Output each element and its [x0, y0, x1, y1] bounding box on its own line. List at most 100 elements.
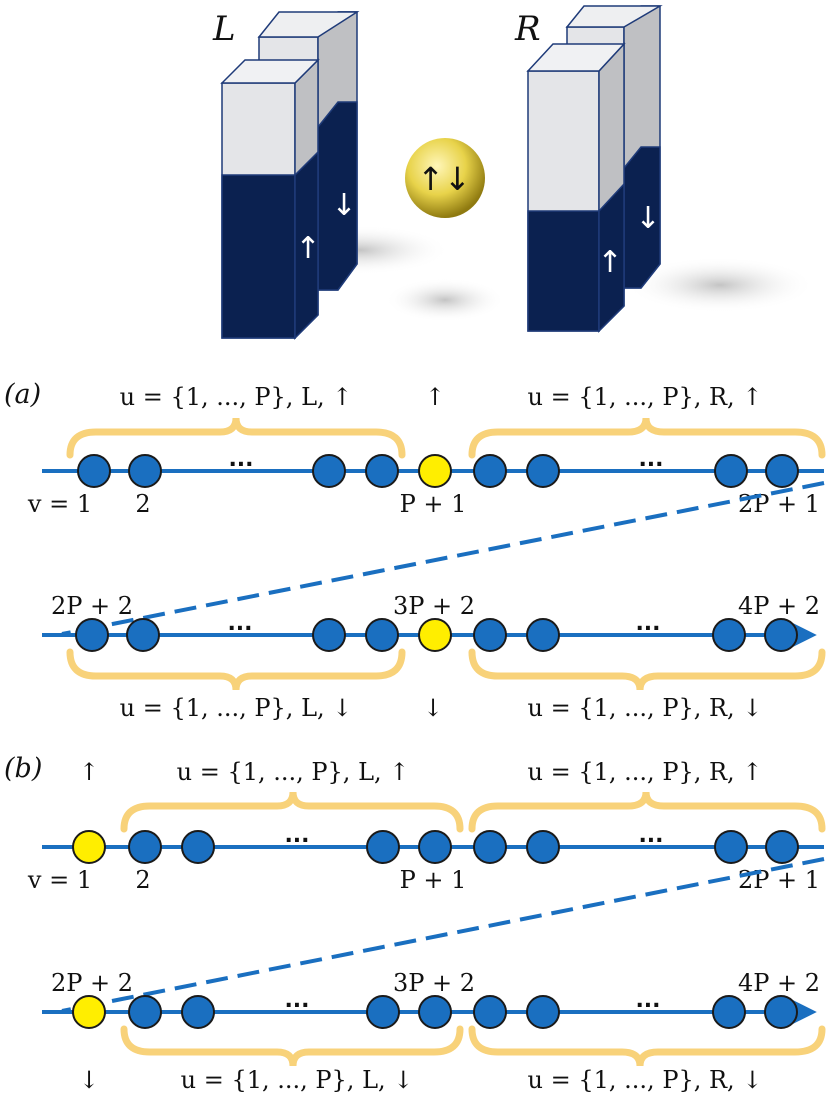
site	[128, 454, 162, 488]
panel-a-label: (a)	[4, 379, 41, 410]
brace-label-left-down: u = {1, ..., P}, L, ↓	[181, 1066, 414, 1094]
dot-spin-down: ↓	[79, 1066, 99, 1094]
site	[712, 618, 746, 652]
shadow-right	[625, 257, 815, 313]
brace-right-down	[468, 648, 826, 691]
brace-left-up	[120, 791, 464, 833]
site	[365, 454, 399, 488]
index-first: 2P + 2	[51, 592, 133, 620]
brace-label-right-up: u = {1, ..., P}, R, ↑	[528, 758, 763, 786]
brace-label-left-down: u = {1, ..., P}, L, ↓	[120, 694, 353, 722]
ellipsis: ...	[284, 988, 309, 1013]
site	[473, 454, 507, 488]
brace-label-right-down: u = {1, ..., P}, R, ↓	[528, 694, 763, 722]
panel-a-row-2: 2P + 2 3P + 2 4P + 2 ... ... u = {1, ...…	[42, 592, 826, 722]
panel-b-row-2: 2P + 2 3P + 2 4P + 2 ... ... ↓ u = {1, .…	[42, 969, 826, 1094]
ellipsis: ...	[638, 447, 663, 472]
site	[526, 454, 560, 488]
wrap-dashed-line	[61, 481, 825, 636]
panel-b: (b) ↑ u = {1, ..., P}, L, ↑ u = {1, ...,…	[4, 753, 826, 1094]
site	[365, 618, 399, 652]
index-first: 2P + 2	[51, 969, 133, 997]
ellipsis: ...	[638, 823, 663, 848]
index-last: 2P + 1	[738, 490, 820, 518]
site	[714, 830, 748, 864]
site	[128, 995, 162, 1029]
panel-a-row-1: u = {1, ..., P}, L, ↑ ↑ u = {1, ..., P},…	[27, 383, 826, 518]
brace-left-down	[66, 648, 406, 691]
site	[366, 995, 400, 1029]
brace-right-down	[468, 1025, 826, 1067]
site	[181, 995, 215, 1029]
index-mid: P + 1	[400, 866, 467, 894]
site	[526, 618, 560, 652]
dot-spin-down: ↓	[423, 694, 443, 722]
right-front-column	[526, 42, 626, 333]
spin-up-arrow-left: ↑	[295, 231, 320, 266]
site	[764, 995, 798, 1029]
brace-left-up	[66, 417, 406, 459]
brace-right-up	[468, 791, 826, 833]
site	[473, 618, 507, 652]
brace-label-right-up: u = {1, ..., P}, R, ↑	[528, 383, 763, 411]
index-dot: 3P + 2	[393, 592, 475, 620]
ellipsis: ...	[284, 823, 309, 848]
index-dot: P + 1	[400, 490, 467, 518]
index-first: v = 1	[27, 866, 92, 894]
panel-b-row-1: ↑ u = {1, ..., P}, L, ↑ u = {1, ..., P},…	[27, 758, 826, 894]
spin-down-arrow-right: ↓	[635, 201, 660, 236]
reservoir-right-label: R	[514, 9, 541, 49]
site	[526, 830, 560, 864]
dot-spin-up: ↑	[79, 758, 99, 786]
quantum-dot-ball-label: ↑↓	[417, 160, 471, 198]
index-mid: 3P + 2	[393, 969, 475, 997]
site	[418, 995, 452, 1029]
quantum-dot-ball	[405, 138, 485, 218]
brace-left-down	[120, 1025, 464, 1067]
site	[312, 618, 346, 652]
site	[312, 454, 346, 488]
dot-site	[72, 830, 106, 864]
shadow-dot	[385, 278, 505, 322]
panel-a: (a) u = {1, ..., P}, L, ↑ ↑ u = {1, ...,…	[4, 379, 826, 722]
ellipsis: ...	[228, 447, 253, 472]
site	[712, 995, 746, 1029]
index-second: 2	[135, 490, 150, 518]
reservoir-illustration: ↓ ↑ L ↑↓ ↓ ↑ R	[212, 5, 815, 340]
ellipsis: ...	[227, 611, 252, 636]
site	[77, 454, 111, 488]
brace-label-left-up: u = {1, ..., P}, L, ↑	[120, 383, 353, 411]
site	[366, 830, 400, 864]
site	[126, 618, 160, 652]
reservoir-left-label: L	[212, 9, 236, 49]
index-last: 4P + 2	[738, 969, 820, 997]
ellipsis: ...	[635, 611, 660, 636]
dot-site	[72, 995, 106, 1029]
site	[75, 618, 109, 652]
site	[765, 830, 799, 864]
brace-label-left-up: u = {1, ..., P}, L, ↑	[177, 758, 410, 786]
site	[473, 830, 507, 864]
spin-up-arrow-right: ↑	[597, 245, 622, 280]
site	[765, 454, 799, 488]
panel-b-label: (b)	[4, 753, 42, 784]
index-second: 2	[135, 866, 150, 894]
left-front-column	[220, 58, 320, 340]
brace-right-up	[468, 417, 826, 459]
dot-site	[418, 618, 452, 652]
site	[128, 830, 162, 864]
index-first: v = 1	[27, 490, 92, 518]
index-last: 4P + 2	[738, 592, 820, 620]
site	[418, 830, 452, 864]
brace-label-right-down: u = {1, ..., P}, R, ↓	[528, 1066, 763, 1094]
index-last: 2P + 1	[738, 866, 820, 894]
wrap-dashed-line	[61, 857, 825, 1013]
ellipsis: ...	[635, 988, 660, 1013]
site	[473, 995, 507, 1029]
dot-site	[418, 454, 452, 488]
dot-spin-up: ↑	[425, 383, 445, 411]
spin-down-arrow-left: ↓	[331, 188, 356, 223]
site	[714, 454, 748, 488]
site	[181, 830, 215, 864]
